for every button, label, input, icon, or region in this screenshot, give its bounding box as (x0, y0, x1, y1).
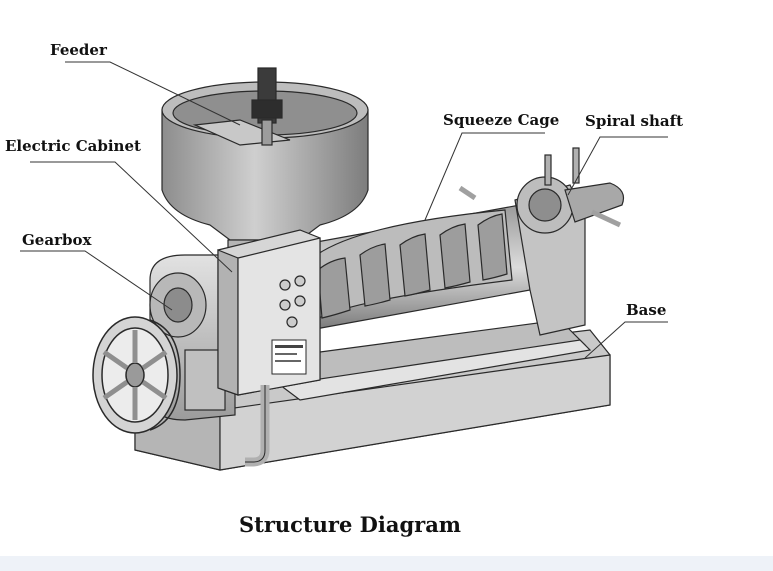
spiral-shaft-housing (458, 147, 625, 336)
bottom-band (0, 556, 773, 571)
label-squeeze-cage: Squeeze Cage (443, 111, 560, 129)
leader-base (584, 321, 668, 359)
base-frame (134, 319, 611, 471)
electric-cabinet (217, 229, 321, 396)
label-base: Base (626, 301, 667, 319)
label-electric-cabinet: Electric Cabinet (5, 137, 141, 155)
leader-gearbox (20, 250, 173, 311)
drain-pipe (245, 385, 270, 467)
leader-lines (20, 61, 668, 359)
leader-squeeze-cage (424, 132, 545, 221)
pulley-wheel (92, 316, 181, 434)
label-gearbox: Gearbox (22, 231, 92, 249)
leader-feeder (65, 61, 241, 126)
leader-spiral-shaft (567, 136, 668, 196)
label-spiral-shaft: Spiral shaft (585, 112, 684, 130)
leader-electric-cabinet (30, 161, 233, 273)
diagram-caption: Structure Diagram (238, 512, 462, 537)
squeeze-cage-body (299, 204, 531, 331)
label-feeder: Feeder (50, 41, 107, 59)
feeder-hopper (161, 67, 369, 259)
